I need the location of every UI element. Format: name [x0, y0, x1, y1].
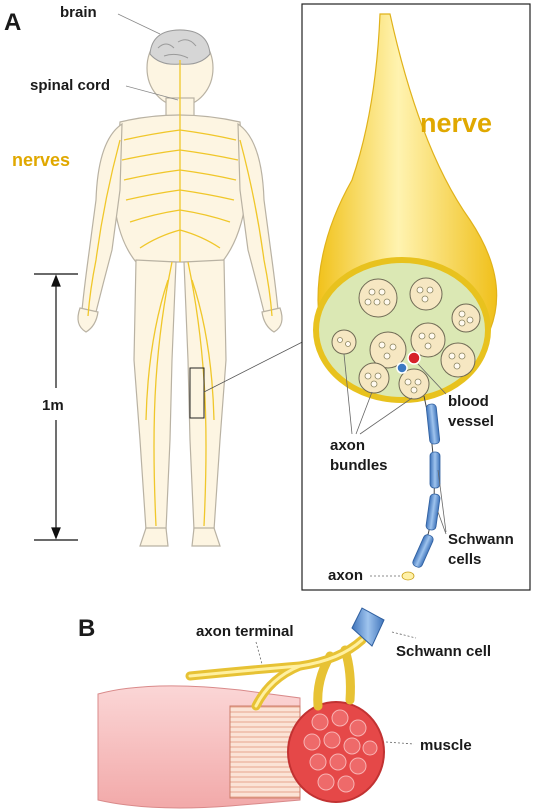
axon-terminal-highlight	[188, 638, 364, 708]
leg-zoom-box	[189, 367, 205, 419]
label-schwann-cells-1: Schwann	[448, 531, 514, 548]
label-spinal-cord: spinal cord	[30, 77, 110, 94]
label-length: 1m	[42, 397, 64, 414]
muscle-striations	[229, 705, 301, 799]
label-schwann-cells-2: cells	[448, 551, 481, 568]
label-schwann-cell: Schwann cell	[396, 643, 491, 660]
leader-muscle	[385, 741, 415, 745]
label-brain: brain	[60, 4, 97, 21]
label-nerve: nerve	[420, 108, 492, 138]
panel-a-letter: A	[4, 9, 21, 36]
brain-icon	[149, 29, 211, 65]
label-blood-vessel-2: vessel	[448, 413, 494, 430]
leader-spinal-cord	[125, 85, 179, 101]
label-axon-terminal: axon terminal	[196, 623, 294, 640]
axon-with-schwann-cells	[401, 395, 441, 581]
leader-schwann-cells	[437, 469, 447, 535]
leader-axon-terminal	[255, 641, 263, 665]
muscle-fibers	[303, 709, 378, 793]
length-scale	[34, 273, 78, 541]
blood-vessel-icon	[396, 351, 421, 374]
label-axon-bundles-2: bundles	[330, 457, 388, 474]
leader-brain	[117, 13, 161, 35]
leader-schwann-cell	[391, 631, 417, 639]
label-blood-vessel-1: blood	[448, 393, 489, 410]
label-muscle: muscle	[420, 737, 472, 754]
axon-bundles	[331, 277, 481, 400]
leader-axon-bundles	[343, 353, 413, 435]
label-nerves: nerves	[12, 150, 70, 170]
panel-b-letter: B	[78, 615, 95, 642]
label-axon-bundles-1: axon	[330, 437, 365, 454]
label-axon: axon	[328, 567, 363, 584]
schwann-cell-icon	[351, 607, 385, 647]
leader-blood-vessel	[417, 363, 447, 395]
